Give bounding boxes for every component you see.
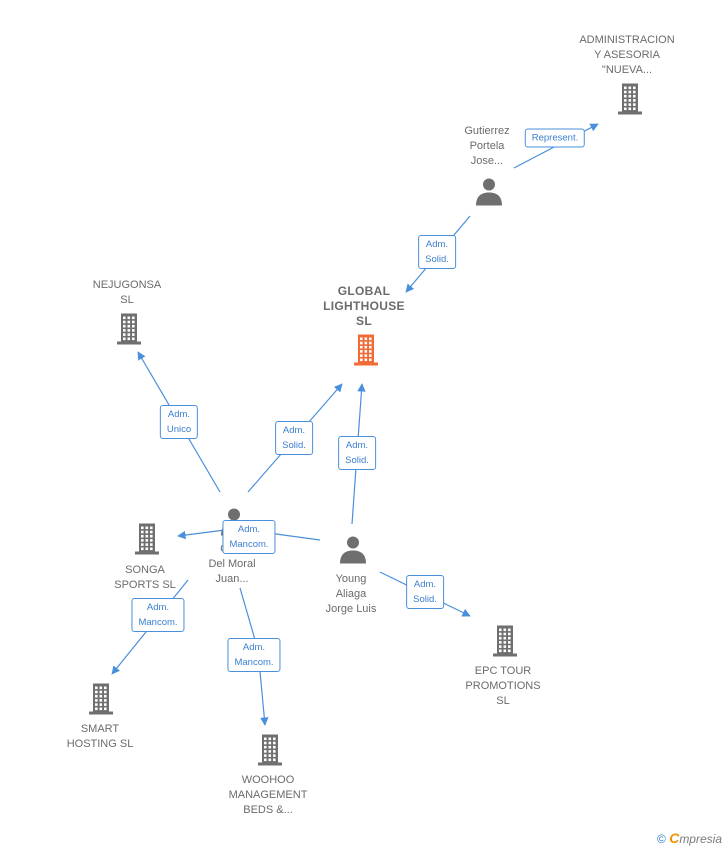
building-icon[interactable] <box>113 311 145 352</box>
node-label-administracion[interactable]: ADMINISTRACION Y ASESORIA "NUEVA... <box>579 34 675 76</box>
brand-initial: C <box>669 830 680 846</box>
copyright-symbol: © <box>657 832 666 846</box>
brand-name: mpresia <box>679 832 722 846</box>
building-icon[interactable] <box>85 681 117 722</box>
edge-label-adm-solid[interactable]: Adm. Solid. <box>338 436 376 470</box>
node-label-songa[interactable]: SONGA SPORTS SL <box>114 564 176 591</box>
edge-label-adm-mancom[interactable]: Adm. Mancom. <box>222 520 276 554</box>
node-label-smart-hosting[interactable]: SMART HOSTING SL <box>66 723 134 750</box>
node-label-gutierrez[interactable]: Gutierrez Portela Jose... <box>464 125 510 167</box>
building-icon[interactable] <box>489 623 521 664</box>
edge-label-adm-unico[interactable]: Adm. Unico <box>159 405 199 439</box>
edge-label-adm-solid[interactable]: Adm. Solid. <box>275 421 313 455</box>
node-label-global-lighthouse[interactable]: GLOBAL LIGHTHOUSE SL <box>323 284 405 328</box>
edge-label-represent[interactable]: Represent. <box>524 128 586 148</box>
node-label-young[interactable]: Young Aliaga Jorge Luis <box>325 573 377 615</box>
person-icon[interactable] <box>338 535 368 570</box>
node-label-woohoo[interactable]: WOOHOO MANAGEMENT BEDS &... <box>228 774 308 816</box>
edge-label-adm-mancom[interactable]: Adm. Mancom. <box>131 598 185 632</box>
edge-label-adm-mancom[interactable]: Adm. Mancom. <box>227 638 281 672</box>
edge-label-adm-solid[interactable]: Adm. Solid. <box>406 575 444 609</box>
node-label-nejugonsa[interactable]: NEJUGONSA SL <box>92 279 162 306</box>
node-label-epc-tour[interactable]: EPC TOUR PROMOTIONS SL <box>465 665 541 707</box>
edge-label-adm-solid[interactable]: Adm. Solid. <box>418 235 456 269</box>
footer-brand: © Cmpresia <box>657 830 722 846</box>
building-icon[interactable] <box>614 81 646 122</box>
building-icon[interactable] <box>131 521 163 562</box>
building-icon[interactable] <box>350 332 382 373</box>
person-icon[interactable] <box>474 177 504 212</box>
building-icon[interactable] <box>254 732 286 773</box>
